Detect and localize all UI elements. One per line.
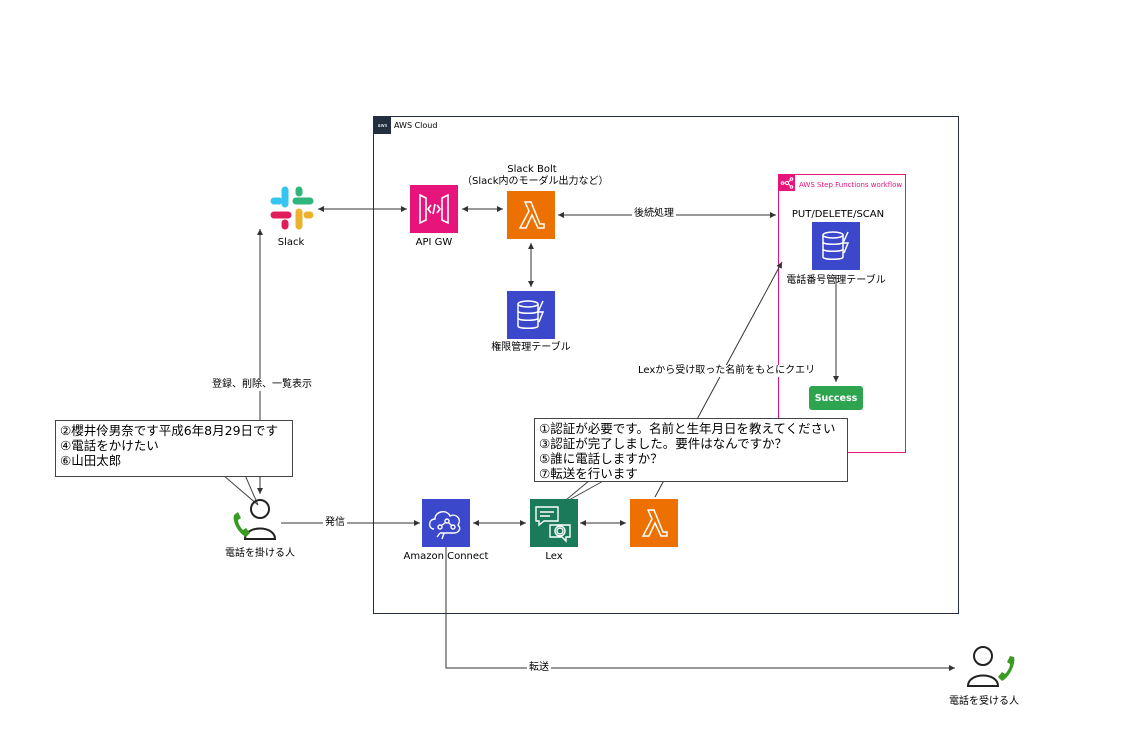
lex-speech-bubble: ①認証が必要です。名前と生年月日を教えてください ③認証が完了しました。要件はな… — [534, 418, 848, 482]
call-label: 発信 — [323, 517, 347, 529]
api-gateway-icon — [410, 185, 458, 233]
caller-speech-bubble: ②櫻井伶男奈です平成6年8月29日です ④電話をかけたい ⑥山田太郎 — [55, 420, 293, 477]
caller-person-icon — [230, 497, 282, 545]
lex-speech-line: ⑦転送を行います — [539, 466, 638, 481]
phone-table-dynamodb-icon — [812, 222, 860, 270]
lex-query-label: Lexから受け取った名前をもとにクエリ — [636, 365, 818, 377]
lex-speech-line: ⑤誰に電話しますか？ — [539, 451, 663, 466]
phone-table-label: 電話番号管理テーブル — [786, 275, 886, 286]
lambda-bottom-icon — [630, 499, 678, 547]
caller-speech-line: ②櫻井伶男奈です平成6年8月29日です — [60, 423, 279, 438]
lex-label: Lex — [545, 551, 563, 562]
lambda-icon — [507, 191, 555, 239]
slack-logo-icon — [268, 184, 316, 232]
step-functions-op-label: PUT/DELETE/SCAN — [791, 209, 885, 220]
step-functions-label: AWS Step Functions workflow — [799, 181, 903, 189]
register-label: 登録、削除、一覧表示 — [210, 379, 314, 391]
slack-bolt-title: Slack Bolt — [507, 164, 557, 175]
slack-bolt-subtitle: （Slack内のモーダル出力など） — [462, 176, 609, 187]
lex-speech-line: ③認証が完了しました。要件はなんですか？ — [539, 436, 788, 451]
lex-speech-line: ①認証が必要です。名前と生年月日を教えてください — [539, 421, 836, 436]
aws-cloud-group: aws AWS Cloud — [373, 116, 959, 614]
receiver-label: 電話を受ける人 — [949, 696, 1019, 707]
caller-label: 電話を掛ける人 — [225, 548, 295, 559]
api-gw-label: API GW — [415, 237, 453, 248]
auth-table-label: 権限管理テーブル — [491, 342, 571, 353]
amazon-connect-label: Amazon Connect — [403, 551, 489, 562]
slack-label: Slack — [277, 237, 305, 248]
edge-transfer — [445, 547, 955, 671]
step-functions-icon — [779, 175, 795, 191]
followup-label: 後続処理 — [632, 208, 676, 220]
success-state: Success — [809, 386, 863, 410]
aws-cloud-label: AWS Cloud — [394, 121, 438, 130]
caller-speech-tail — [222, 474, 259, 506]
amazon-connect-icon — [422, 499, 470, 547]
receiver-person-icon — [962, 643, 1018, 693]
aws-logo-icon: aws — [374, 117, 391, 134]
caller-speech-line: ④電話をかけたい — [60, 438, 159, 453]
lex-icon — [530, 499, 578, 547]
caller-speech-line: ⑥山田太郎 — [60, 453, 122, 468]
transfer-label: 転送 — [527, 662, 551, 674]
dynamodb-icon — [507, 291, 555, 339]
